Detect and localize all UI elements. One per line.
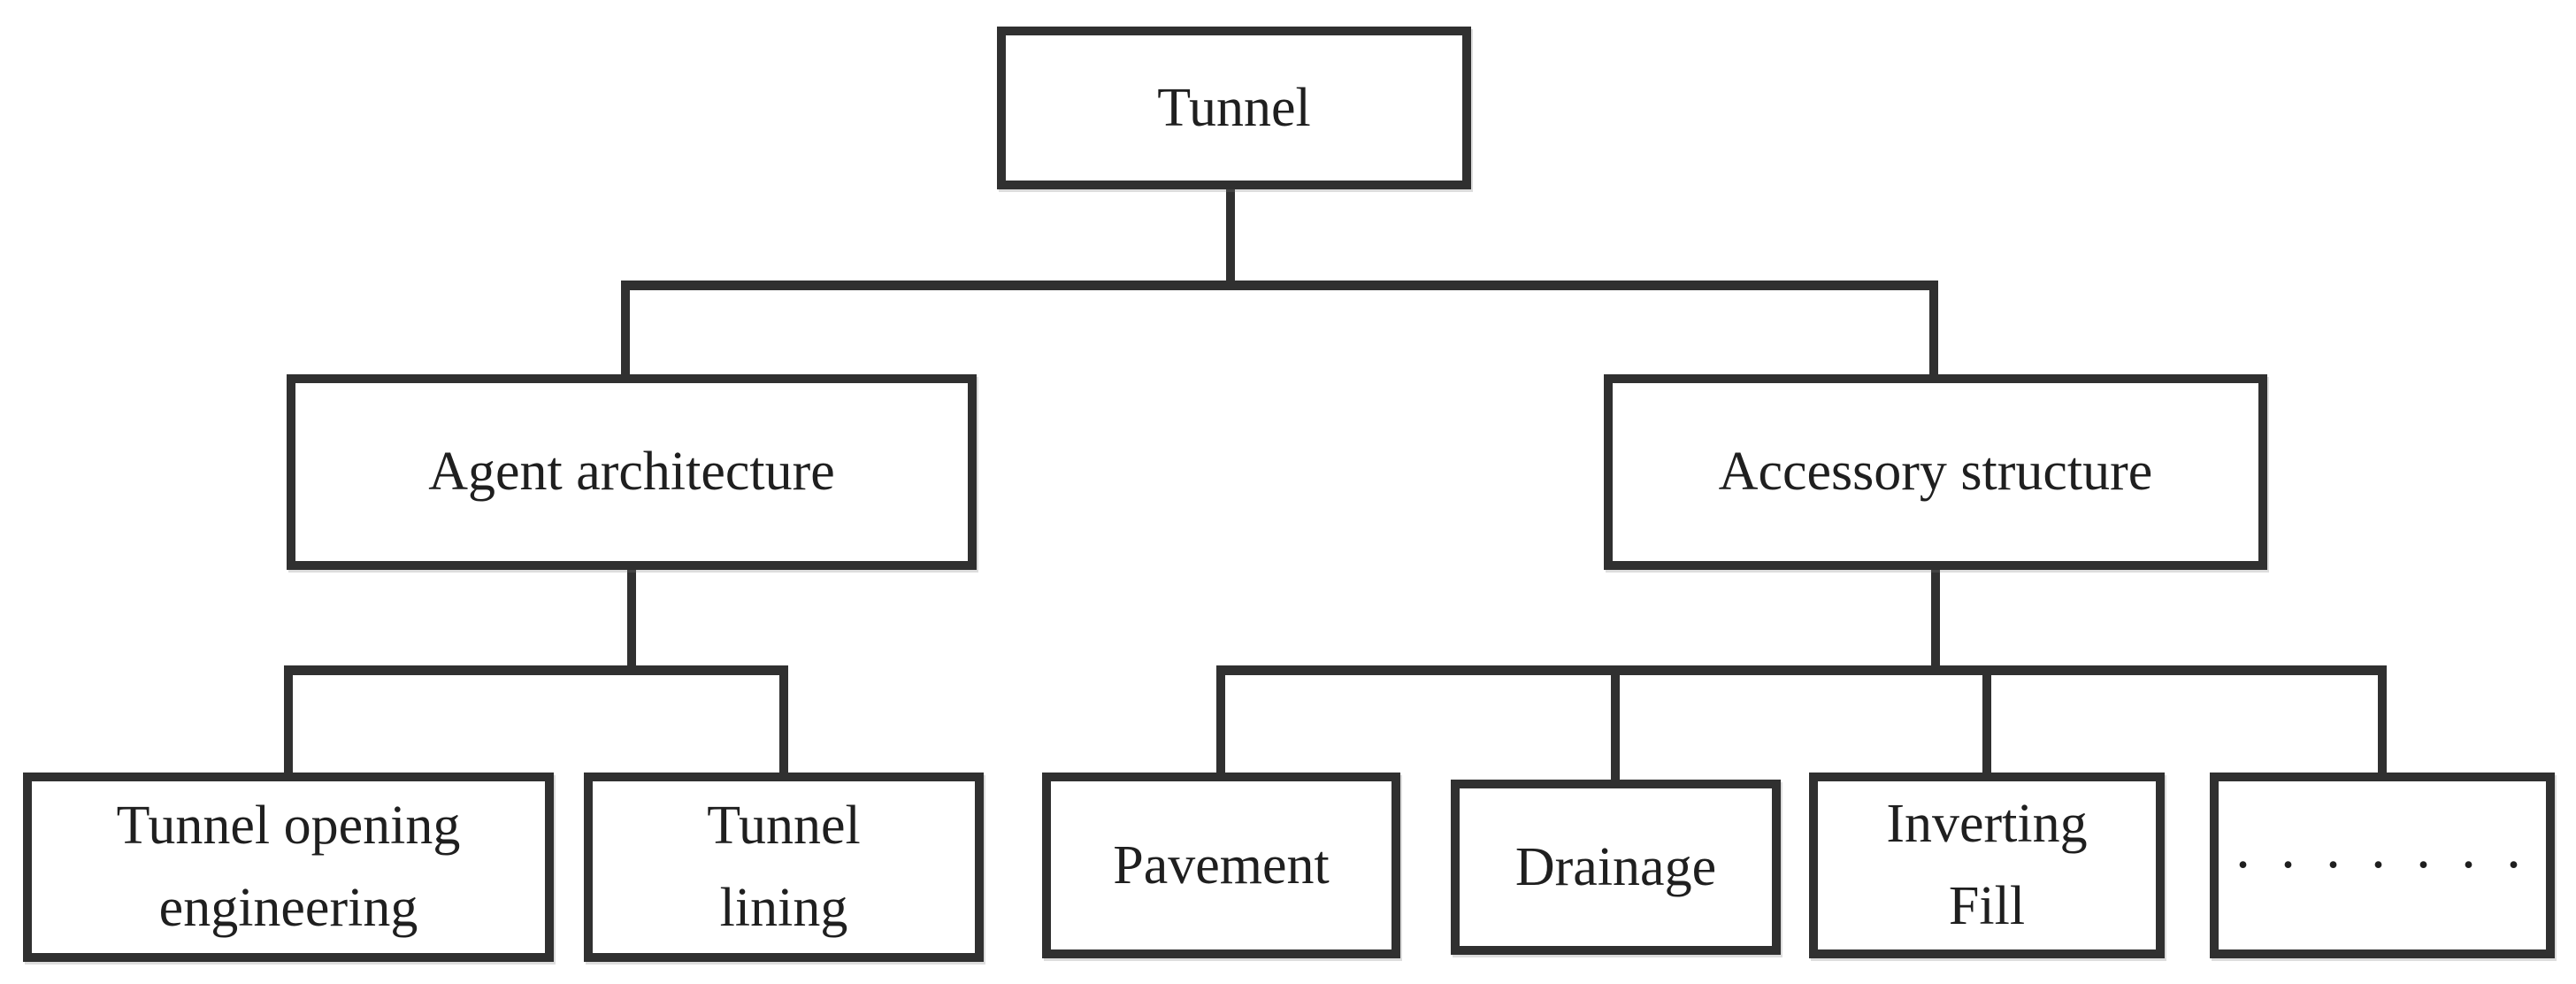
edge-accessory-structure-drop — [1929, 281, 1938, 380]
edge-tunnel-lining-drop — [779, 665, 788, 778]
node-agent-architecture: Agent architecture — [287, 374, 977, 570]
edge-agent-architecture-drop — [621, 281, 630, 380]
node-inverting-fill-label: Inverting Fill — [1886, 794, 2088, 936]
node-ellipsis-label: . . . . . . . — [2235, 815, 2529, 880]
node-tunnel-lining-label: Tunnel lining — [707, 796, 861, 938]
node-accessory-structure-label: Accessory structure — [1718, 442, 2153, 502]
edge-ellipsis-drop — [2378, 665, 2387, 778]
node-ellipsis: . . . . . . . — [2210, 773, 2555, 958]
edge-tunnel-stem — [1226, 184, 1235, 290]
node-pavement: Pavement — [1042, 773, 1400, 958]
node-inverting-fill: Inverting Fill — [1809, 773, 2165, 958]
edge-inverting-fill-drop — [1982, 665, 1991, 778]
node-tunnel-opening-engineering-label: Tunnel opening engineering — [116, 796, 461, 938]
edge-agent-architecture-stem — [627, 565, 636, 671]
edge-drainage-drop — [1611, 665, 1620, 785]
edge-accessory-children-rail — [1216, 665, 2387, 675]
node-tunnel-opening-engineering: Tunnel opening engineering — [23, 773, 554, 962]
node-accessory-structure: Accessory structure — [1604, 374, 2267, 570]
node-drainage-label: Drainage — [1514, 836, 1717, 897]
edge-tunnel-opening-drop — [284, 665, 293, 778]
edge-pavement-drop — [1216, 665, 1225, 778]
node-drainage: Drainage — [1451, 780, 1781, 955]
node-tunnel-label: Tunnel — [1157, 77, 1311, 138]
edge-level2-rail — [621, 281, 1938, 290]
edge-accessory-structure-stem — [1931, 565, 1940, 671]
node-pavement-label: Pavement — [1113, 834, 1330, 896]
node-tunnel: Tunnel — [997, 27, 1471, 189]
node-agent-architecture-label: Agent architecture — [428, 442, 835, 502]
edge-agent-children-rail — [284, 665, 788, 675]
node-tunnel-lining: Tunnel lining — [584, 773, 984, 962]
